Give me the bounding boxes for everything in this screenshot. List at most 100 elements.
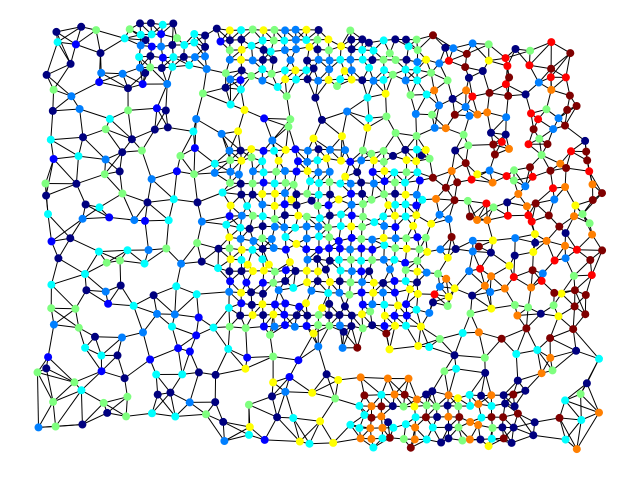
graph-node <box>190 170 198 179</box>
graph-node <box>116 281 125 290</box>
graph-node <box>358 55 367 64</box>
graph-node <box>259 45 268 54</box>
graph-node <box>476 435 485 444</box>
graph-node <box>140 259 149 268</box>
graph-node <box>530 230 539 239</box>
graph-node <box>454 402 463 411</box>
graph-edge <box>550 52 571 78</box>
graph-node <box>572 445 581 454</box>
graph-edge <box>37 371 75 383</box>
graph-node <box>358 146 367 155</box>
graph-node <box>248 56 257 65</box>
graph-node <box>382 329 391 338</box>
graph-node <box>179 52 188 61</box>
graph-edge <box>536 349 553 371</box>
graph-edge <box>529 41 552 66</box>
graph-edge <box>119 260 122 286</box>
graph-node <box>216 37 225 46</box>
graph-node <box>561 183 570 191</box>
graph-nodes <box>33 19 607 454</box>
graph-node <box>169 53 178 62</box>
graph-edge <box>478 332 486 358</box>
graph-node <box>570 212 578 221</box>
graph-node <box>562 164 571 172</box>
graph-node <box>313 45 322 54</box>
graph-edge <box>215 368 246 376</box>
graph-edge <box>189 372 200 403</box>
graph-node <box>399 402 408 411</box>
graph-node <box>391 223 400 232</box>
graph-edge <box>46 41 59 76</box>
graph-node <box>522 202 531 211</box>
graph-node <box>71 40 80 49</box>
graph-node <box>358 35 367 44</box>
graph-edge <box>149 347 179 360</box>
graph-edge <box>38 401 54 428</box>
graph-node <box>401 200 410 209</box>
graph-edge <box>177 348 183 375</box>
graph-node <box>314 168 323 177</box>
graph-edge <box>86 289 109 305</box>
graph-node <box>180 41 189 49</box>
graph-node <box>70 378 79 387</box>
graph-node <box>289 283 298 292</box>
graph-node <box>237 190 246 199</box>
graph-node <box>498 423 507 432</box>
graph-node <box>281 145 290 154</box>
graph-node <box>303 167 312 176</box>
graph-node <box>358 222 367 231</box>
graph-edge <box>559 417 578 450</box>
graph-node <box>414 342 423 350</box>
graph-edge <box>79 108 84 138</box>
graph-node <box>391 56 400 64</box>
graph-node <box>120 34 129 43</box>
graph-edge <box>167 126 194 132</box>
graph-node <box>389 423 398 432</box>
graph-edge <box>50 110 54 140</box>
graph-node <box>588 230 597 239</box>
graph-edge <box>142 332 151 360</box>
graph-node <box>576 390 585 398</box>
graph-node <box>366 307 375 316</box>
graph-node <box>42 70 51 79</box>
graph-node <box>161 106 170 115</box>
graph-node <box>214 244 223 253</box>
graph-node <box>303 56 312 65</box>
graph-node <box>357 244 366 253</box>
graph-node <box>367 195 376 204</box>
graph-node <box>450 284 459 293</box>
graph-node <box>510 301 519 309</box>
graph-node <box>598 246 607 255</box>
graph-node <box>322 370 331 379</box>
graph-edge <box>193 174 198 203</box>
graph-node <box>542 236 551 245</box>
graph-edge <box>80 390 83 425</box>
graph-node <box>314 145 323 154</box>
graph-node <box>176 151 185 160</box>
graph-node <box>104 299 113 308</box>
graph-edge <box>45 183 77 197</box>
graph-node <box>225 212 234 221</box>
graph-node <box>66 59 75 68</box>
graph-node <box>406 443 415 452</box>
graph-node <box>365 267 374 276</box>
graph-node <box>341 172 350 181</box>
graph-node <box>123 392 132 401</box>
graph-node <box>236 223 245 232</box>
graph-node <box>226 156 235 165</box>
graph-node <box>347 75 356 84</box>
graph-node <box>324 46 333 55</box>
graph-node <box>390 311 399 320</box>
graph-node <box>400 390 409 399</box>
graph-node <box>404 42 413 51</box>
graph-node <box>391 321 399 330</box>
graph-edge <box>46 74 72 97</box>
graph-node <box>368 321 377 330</box>
graph-node <box>49 320 58 329</box>
graph-edge <box>151 392 171 414</box>
graph-edge <box>109 216 135 221</box>
graph-node <box>489 203 498 212</box>
graph-node <box>388 70 397 79</box>
graph-node <box>401 258 410 267</box>
